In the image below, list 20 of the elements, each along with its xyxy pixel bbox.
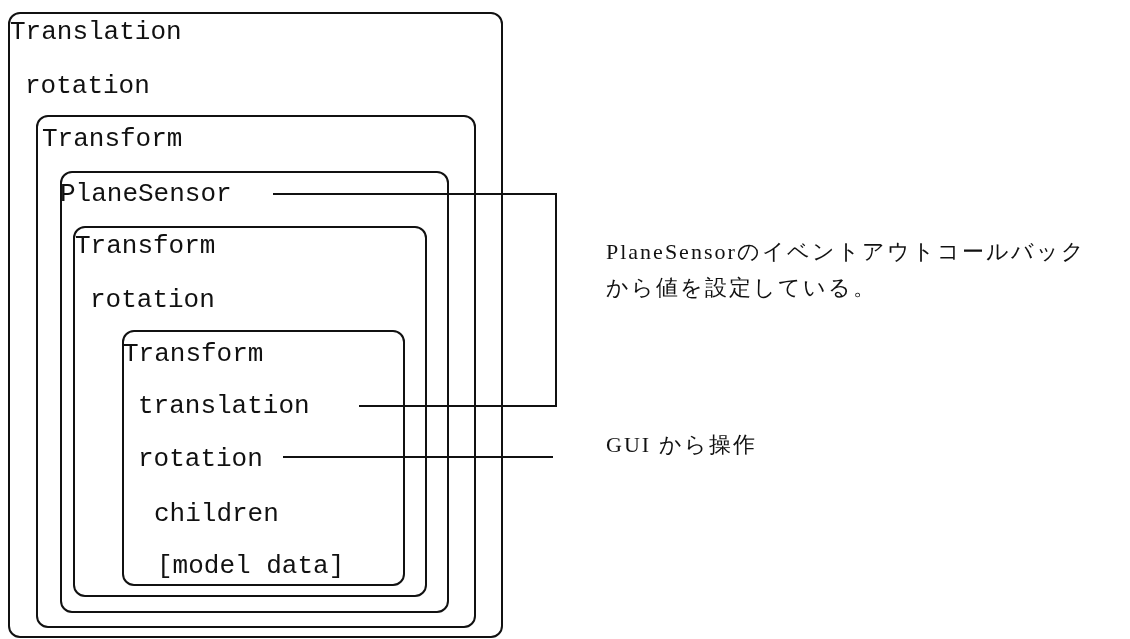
note-text: PlaneSensorのイベントアウトコールバックから値を設定している。 (606, 238, 1087, 302)
node-name: Transform (75, 233, 216, 259)
field-name: translation (138, 393, 359, 419)
field-name: rotation (138, 446, 283, 472)
rounded-box (36, 115, 476, 628)
rounded-box (122, 330, 405, 586)
field-name: rotation (90, 287, 215, 313)
field-name: PlaneSensor (60, 181, 273, 207)
field-name: children (154, 501, 279, 527)
node-name: Transform (123, 341, 264, 367)
node-name: Translation (10, 19, 182, 45)
leader-line (272, 193, 557, 407)
rounded-box (73, 226, 427, 597)
field-name: rotation (25, 73, 150, 99)
field-name: [model data] (157, 553, 345, 579)
rounded-box (60, 171, 449, 613)
annotation-text: GUI から操作 (553, 425, 757, 465)
leader-line (282, 456, 554, 458)
rounded-box (8, 12, 503, 638)
node-name: Transform (42, 126, 183, 152)
